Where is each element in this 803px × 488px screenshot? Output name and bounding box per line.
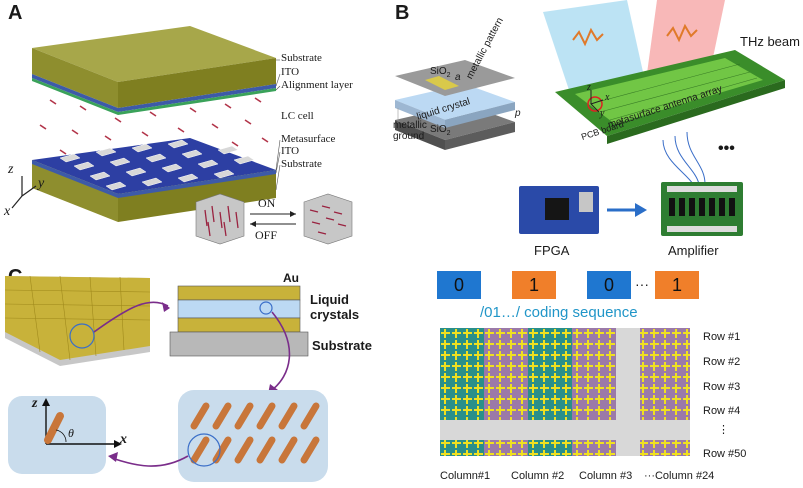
label-coding-sequence: /01…/ coding sequence xyxy=(480,304,638,321)
bottom-substrate-front-face xyxy=(118,170,276,222)
panel-b-illustration xyxy=(395,0,785,236)
code-box-1: 1 xyxy=(512,271,556,299)
label-substrate-c: Substrate xyxy=(312,338,372,353)
code-ellipsis: ··· xyxy=(635,276,649,292)
label-alignment-layer: Alignment layer xyxy=(281,79,353,91)
au-layer-top xyxy=(177,285,301,301)
label-ito-top: ITO xyxy=(281,66,300,78)
label-sio2-bottom: SiO2 xyxy=(430,124,451,137)
leader-lines xyxy=(275,59,281,191)
row-label-3: Row #3 xyxy=(703,381,741,393)
liquid-crystals-layer xyxy=(177,299,301,319)
zoom-arrow-2 xyxy=(271,311,291,391)
metasurface-top-face xyxy=(32,138,276,194)
column-label-3: Column #3 xyxy=(579,470,633,482)
top-ito-layer xyxy=(32,74,276,112)
metasurface-au-pattern xyxy=(5,276,150,360)
label-substrate-bottom: Substrate xyxy=(281,158,322,170)
zoom-circle-2 xyxy=(259,301,273,315)
axis-label-y-a: y xyxy=(38,176,45,191)
panel-a-illustration xyxy=(11,26,353,245)
lc-molecule-single xyxy=(44,412,64,444)
row-label-4: Row #4 xyxy=(703,405,741,417)
panel-label-a: A xyxy=(8,2,23,24)
label-metasurface: Metasurface xyxy=(281,133,336,145)
code-box-0: 0 xyxy=(437,271,481,299)
arrow-right-icon xyxy=(635,203,647,217)
label-fpga: FPGA xyxy=(534,243,570,258)
axes-b xyxy=(590,90,604,113)
antenna-array xyxy=(575,58,763,124)
axes-a xyxy=(11,176,37,209)
label-ito-bottom: ITO xyxy=(281,145,300,157)
wave-icon xyxy=(572,27,604,47)
row-label-ellipsis: ⋮ xyxy=(718,424,729,436)
zoom-circle-3 xyxy=(187,433,221,467)
axis-label-x-a: x xyxy=(4,204,11,219)
top-substrate-front-face xyxy=(118,58,276,108)
lc-molecule-field xyxy=(178,390,328,482)
metallic-pattern xyxy=(425,76,459,90)
bottom-ito-layer xyxy=(32,160,276,198)
code-box-2: 0 xyxy=(587,271,631,299)
zoom-circle-1 xyxy=(69,323,95,349)
axis-label-x-c: x xyxy=(120,432,127,447)
lc-molecules xyxy=(39,97,269,160)
row-label-1: Row #1 xyxy=(703,331,741,343)
unit-cell-lc xyxy=(395,84,515,120)
lc-molecules-c xyxy=(190,402,320,464)
bottom-substrate-left-face xyxy=(32,160,118,222)
switch-on-label: ON xyxy=(258,196,276,210)
column-label-2: Column #2 xyxy=(511,470,565,482)
label-sio2-top: SiO2 xyxy=(430,66,451,79)
zoom-arrow-3 xyxy=(111,455,189,467)
axis-label-x-b: x xyxy=(605,92,610,103)
label-period-p: p xyxy=(515,108,521,119)
axis-label-z-a: z xyxy=(8,162,14,177)
label-thz-beam: THz beam xyxy=(740,34,800,49)
row-label-50: Row #50 xyxy=(703,448,747,460)
label-au: Au xyxy=(283,271,299,285)
single-molecule-field xyxy=(8,396,106,474)
label-period-a: a xyxy=(455,72,461,83)
switch-off-label: OFF xyxy=(255,228,278,242)
metasurface-elements xyxy=(59,139,255,191)
axis-label-y-b: y xyxy=(600,108,605,119)
top-substrate-top-face xyxy=(32,26,276,82)
axis-label-z-b: z xyxy=(587,82,591,93)
column-label-1: Column#1 xyxy=(440,470,491,482)
row-label-2: Row #2 xyxy=(703,356,741,368)
top-substrate-left-face xyxy=(32,48,118,108)
unit-cell-top-sio2 xyxy=(395,60,515,96)
column-label-24: ···Column #24 xyxy=(644,470,715,482)
wave-icon-2 xyxy=(666,23,698,43)
label-more-dots: ••• xyxy=(718,140,735,157)
metasurface-grid xyxy=(440,328,690,456)
label-lc-cell: LC cell xyxy=(281,110,314,122)
panel-label-b: B xyxy=(395,2,410,24)
panel-c-illustration xyxy=(4,275,328,482)
substrate-layer xyxy=(169,331,309,357)
alignment-layer xyxy=(32,78,276,115)
label-amplifier: Amplifier xyxy=(668,243,719,258)
axis-label-z-c: z xyxy=(32,396,38,411)
unit-cell-highlight xyxy=(587,96,603,112)
label-substrate-top: Substrate xyxy=(281,52,322,64)
label-theta: θ xyxy=(68,426,74,440)
lc-switch-inset xyxy=(195,193,353,245)
code-box-4: 1 xyxy=(655,271,699,299)
